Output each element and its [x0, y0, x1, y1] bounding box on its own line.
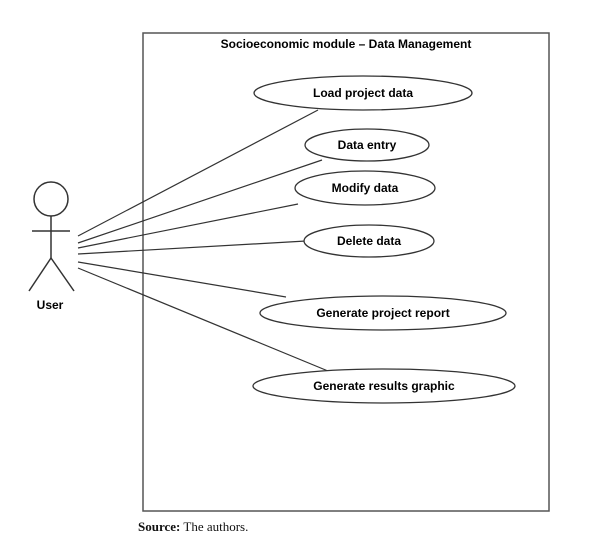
association-delete-data [77, 240, 307, 255]
use-case-label: Generate project report [316, 306, 449, 320]
association-generate-project-report [77, 261, 287, 298]
use-case-label: Generate results graphic [313, 379, 455, 393]
caption-text: The authors. [180, 519, 249, 534]
use-case-label: Data entry [338, 138, 397, 152]
use-case-generate-results-graphic: Generate results graphic [252, 368, 516, 404]
actor-head [33, 181, 69, 217]
figure-caption: Source: The authors. [138, 519, 248, 535]
use-case-ellipse [259, 295, 507, 331]
use-case-label: Modify data [332, 181, 399, 195]
system-boundary [142, 32, 550, 512]
actor-left-leg [28, 257, 52, 292]
use-case-label: Load project data [313, 86, 413, 100]
actor-right-leg [50, 257, 75, 292]
use-case-delete-data: Delete data [303, 224, 435, 258]
use-case-ellipse [304, 128, 430, 162]
associations [77, 109, 329, 372]
use-case-generate-project-report: Generate project report [259, 295, 507, 331]
use-case-load-project-data: Load project data [253, 75, 473, 111]
system-title: Socioeconomic module – Data Management [221, 37, 472, 51]
use-case-data-entry: Data entry [304, 128, 430, 162]
actor-user [28, 181, 75, 292]
association-load-project-data [77, 109, 319, 237]
use-case-ellipse [294, 170, 436, 206]
use-case-ellipse [253, 75, 473, 111]
caption-label: Source: [138, 519, 181, 534]
association-data-entry [77, 159, 323, 244]
use-case-label: Delete data [337, 234, 401, 248]
use-case-modify-data: Modify data [294, 170, 436, 206]
association-generate-results-graphic [77, 267, 329, 372]
association-modify-data [77, 203, 299, 249]
actor-label: User [37, 298, 64, 312]
use-case-ellipse [303, 224, 435, 258]
use-case-ellipse [252, 368, 516, 404]
